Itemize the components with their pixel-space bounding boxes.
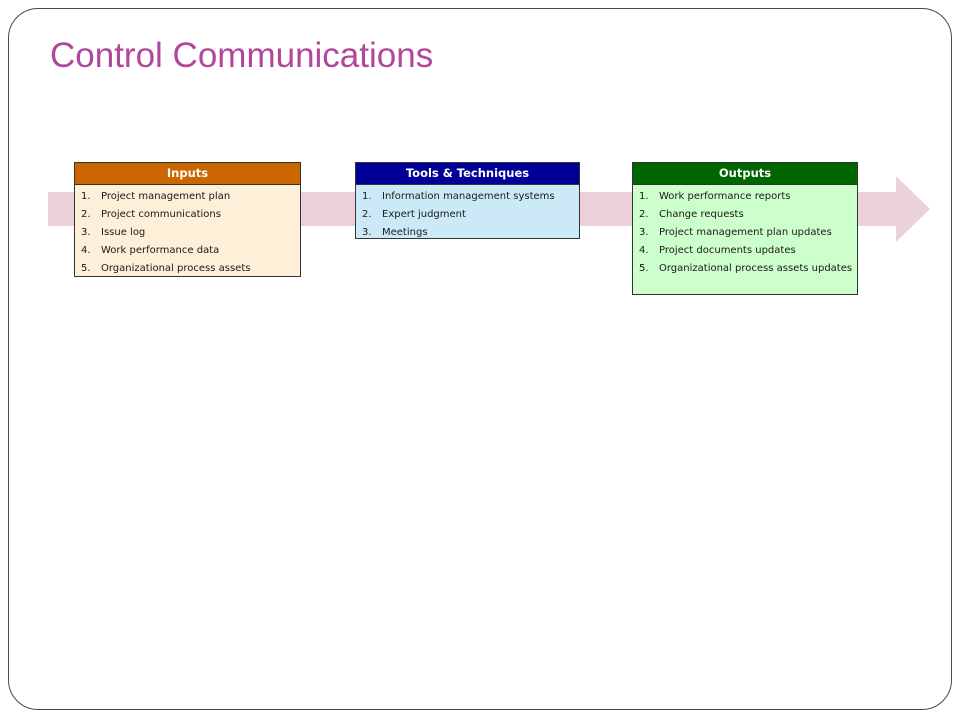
item-text: Organizational process assets [101,263,251,274]
list-item: 2. Project communications [81,206,296,224]
tools-box: Tools & Techniques 1. Information manage… [355,162,580,239]
list-item: 3. Meetings [362,224,575,242]
list-item: 4. Work performance data [81,242,296,260]
item-number: 1. [362,191,372,202]
item-text: Issue log [101,227,146,238]
item-number: 3. [362,227,372,238]
item-number: 2. [639,209,649,220]
list-item: 2. Expert judgment [362,206,575,224]
page-title: Control Communications [50,36,434,75]
list-item: 3. Project management plan updates [639,224,853,242]
item-number: 3. [81,227,91,238]
item-text: Information management systems [382,191,555,202]
item-number: 1. [81,191,91,202]
item-number: 4. [81,245,91,256]
list-item: 2. Change requests [639,206,853,224]
item-number: 1. [639,191,649,202]
item-text: Change requests [659,209,744,220]
item-text: Project documents updates [659,245,796,256]
list-item: 3. Issue log [81,224,296,242]
tools-header: Tools & Techniques [356,163,579,185]
outputs-header: Outputs [633,163,857,185]
item-text: Work performance reports [659,191,791,202]
slide-frame [8,8,952,710]
outputs-list: 1. Work performance reports 2. Change re… [633,185,857,278]
list-item: 1. Information management systems [362,188,575,206]
item-text: Project management plan [101,191,231,202]
item-number: 2. [362,209,372,220]
inputs-header: Inputs [75,163,300,185]
item-number: 4. [639,245,649,256]
inputs-list: 1. Project management plan 2. Project co… [75,185,300,278]
item-text: Project communications [101,209,221,220]
list-item: 5. Organizational process assets [81,260,296,278]
tools-list: 1. Information management systems 2. Exp… [356,185,579,242]
list-item: 5. Organizational process assets updates [639,260,853,278]
item-number: 5. [639,263,649,274]
list-item: 4. Project documents updates [639,242,853,260]
list-item: 1. Project management plan [81,188,296,206]
list-item: 1. Work performance reports [639,188,853,206]
item-text: Meetings [382,227,428,238]
item-text: Expert judgment [382,209,466,220]
item-text: Organizational process assets updates [659,263,853,274]
outputs-box: Outputs 1. Work performance reports 2. C… [632,162,858,295]
item-text: Project management plan updates [659,227,832,238]
item-text: Work performance data [101,245,220,256]
item-number: 2. [81,209,91,220]
item-number: 3. [639,227,649,238]
inputs-box: Inputs 1. Project management plan 2. Pro… [74,162,301,277]
item-number: 5. [81,263,91,274]
